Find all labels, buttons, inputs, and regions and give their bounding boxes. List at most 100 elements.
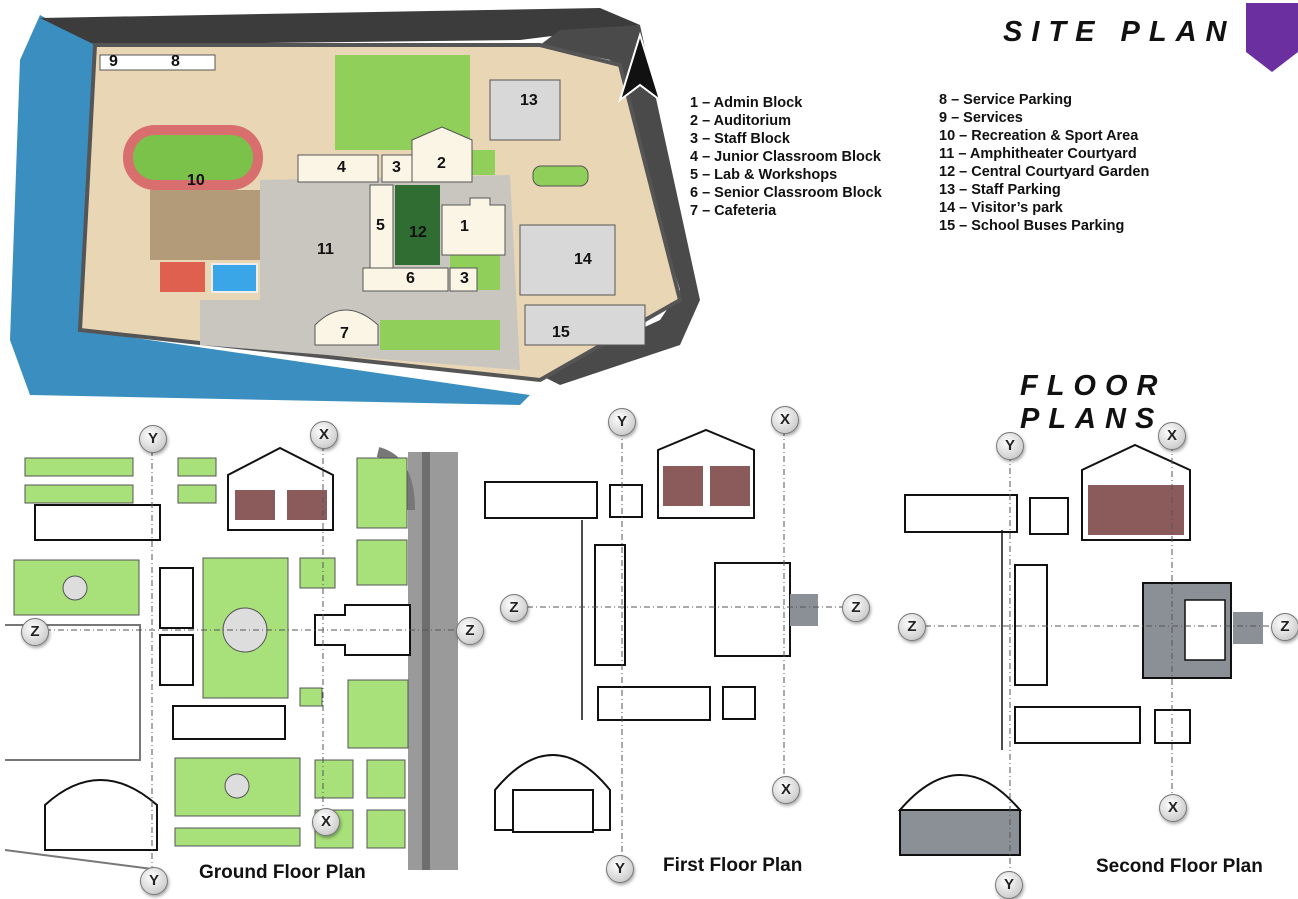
gf-lawn xyxy=(314,759,354,799)
site-number-6: 6 xyxy=(406,270,415,287)
legend-item: 4 – Junior Classroom Block xyxy=(690,149,881,165)
axis-marker-x: X xyxy=(1159,794,1187,822)
axis-marker-x: X xyxy=(312,808,340,836)
building-auditorium xyxy=(411,126,473,183)
axis-marker-y: Y xyxy=(995,871,1023,899)
site-number-11: 11 xyxy=(317,241,334,258)
axis-marker-x: X xyxy=(310,421,338,449)
sf-cafeteria xyxy=(897,774,1023,811)
gf-lawn xyxy=(177,484,217,504)
legend-item: 3 – Staff Block xyxy=(690,131,790,147)
gf-lawn xyxy=(299,687,323,707)
site-number-3b: 3 xyxy=(460,270,469,287)
first-floor-plan xyxy=(484,428,855,860)
building-staff-block-b xyxy=(449,267,478,292)
gf-lawn xyxy=(299,557,336,589)
axis-marker-x: X xyxy=(1158,422,1186,450)
axis-marker-z: Z xyxy=(21,618,49,646)
ground-floor-plan xyxy=(4,445,458,871)
ff-admin-block xyxy=(714,562,791,657)
ff-lab-block xyxy=(594,544,626,666)
axis-marker-z: Z xyxy=(842,594,870,622)
staff-parking-lot xyxy=(489,79,561,141)
visitor-parking-lot xyxy=(519,224,616,296)
site-number-4: 4 xyxy=(337,159,346,176)
legend-item: 1 – Admin Block xyxy=(690,95,803,111)
gf-lawn xyxy=(347,679,409,749)
legend-item: 2 – Auditorium xyxy=(690,113,791,129)
legend-right: 8 – Service Parking 9 – Services 10 – Re… xyxy=(939,91,1149,235)
site-number-3a: 3 xyxy=(392,159,401,176)
gf-lawn xyxy=(177,457,217,477)
site-number-2: 2 xyxy=(437,155,446,172)
gf-junior-block xyxy=(34,504,161,541)
sf-junior-block xyxy=(904,494,1018,533)
top-road xyxy=(40,8,640,45)
legend-item: 8 – Service Parking xyxy=(939,92,1072,108)
ff-senior-block xyxy=(597,686,711,721)
central-courtyard xyxy=(395,185,440,265)
green-patch xyxy=(470,150,495,175)
site-number-7: 7 xyxy=(340,325,349,342)
axis-marker-y: Y xyxy=(606,855,634,883)
gf-lab-block xyxy=(159,567,194,629)
gf-senior-block xyxy=(172,705,286,740)
second-floor-plan xyxy=(897,443,1285,880)
pool xyxy=(211,263,258,293)
site-number-13: 13 xyxy=(520,92,538,109)
floor-plans-heading: FLOOR PLANS xyxy=(1020,370,1167,435)
site-number-1: 1 xyxy=(460,218,469,235)
green-patch xyxy=(380,320,500,350)
building-staff-block-a xyxy=(381,154,413,183)
axis-marker-z: Z xyxy=(456,617,484,645)
axis-marker-x: X xyxy=(771,406,799,434)
legend-item: 9 – Services xyxy=(939,110,1023,126)
legend-item: 7 – Cafeteria xyxy=(690,203,777,219)
water-area xyxy=(10,15,530,405)
gf-lawn xyxy=(356,539,408,586)
gf-lawn xyxy=(24,484,134,504)
axis-marker-y: Y xyxy=(140,867,168,895)
axis-marker-z: Z xyxy=(898,613,926,641)
sf-lab-block xyxy=(1014,564,1048,686)
bus-parking-lot xyxy=(524,304,646,346)
gf-lawn xyxy=(366,759,406,799)
site-number-12: 12 xyxy=(409,224,427,241)
site-number-10: 10 xyxy=(187,172,205,189)
gf-lawn xyxy=(356,457,408,529)
axis-marker-z: Z xyxy=(500,594,528,622)
track-field xyxy=(133,135,253,180)
site-number-8: 8 xyxy=(171,53,180,70)
accent-tab xyxy=(1246,3,1298,72)
roundabout-garden xyxy=(532,165,589,187)
ground-floor-label: Ground Floor Plan xyxy=(199,862,366,883)
legend-item: 14 – Visitor’s park xyxy=(939,200,1063,216)
service-strip xyxy=(99,54,216,71)
axis-marker-y: Y xyxy=(608,408,636,436)
east-road xyxy=(540,25,700,385)
second-floor-label: Second Floor Plan xyxy=(1096,856,1263,877)
site-number-15: 15 xyxy=(552,324,570,341)
legend-left: 1 – Admin Block 2 – Auditorium 3 – Staff… xyxy=(690,94,882,220)
gf-lawn xyxy=(24,457,134,477)
building-junior-classroom xyxy=(297,154,379,183)
axis-marker-y: Y xyxy=(996,432,1024,460)
gf-lawn xyxy=(366,809,406,849)
pergola xyxy=(150,190,260,260)
site-number-14: 14 xyxy=(574,251,592,268)
legend-item: 15 – School Buses Parking xyxy=(939,218,1125,234)
gf-cafeteria xyxy=(44,779,158,851)
legend-item: 11 – Amphitheater Courtyard xyxy=(939,146,1137,162)
north-arrow-icon xyxy=(618,31,662,103)
legend-item: 5 – Lab & Workshops xyxy=(690,167,838,183)
legend-item: 6 – Senior Classroom Block xyxy=(690,185,882,201)
axis-marker-y: Y xyxy=(139,425,167,453)
ff-junior-block xyxy=(484,481,598,519)
building-senior-classroom xyxy=(362,267,449,292)
site-number-5: 5 xyxy=(376,217,385,234)
legend-item: 10 – Recreation & Sport Area xyxy=(939,128,1139,144)
building-admin xyxy=(441,197,506,256)
site-plan-heading: SITE PLAN xyxy=(1003,16,1236,48)
gf-road xyxy=(408,452,458,870)
